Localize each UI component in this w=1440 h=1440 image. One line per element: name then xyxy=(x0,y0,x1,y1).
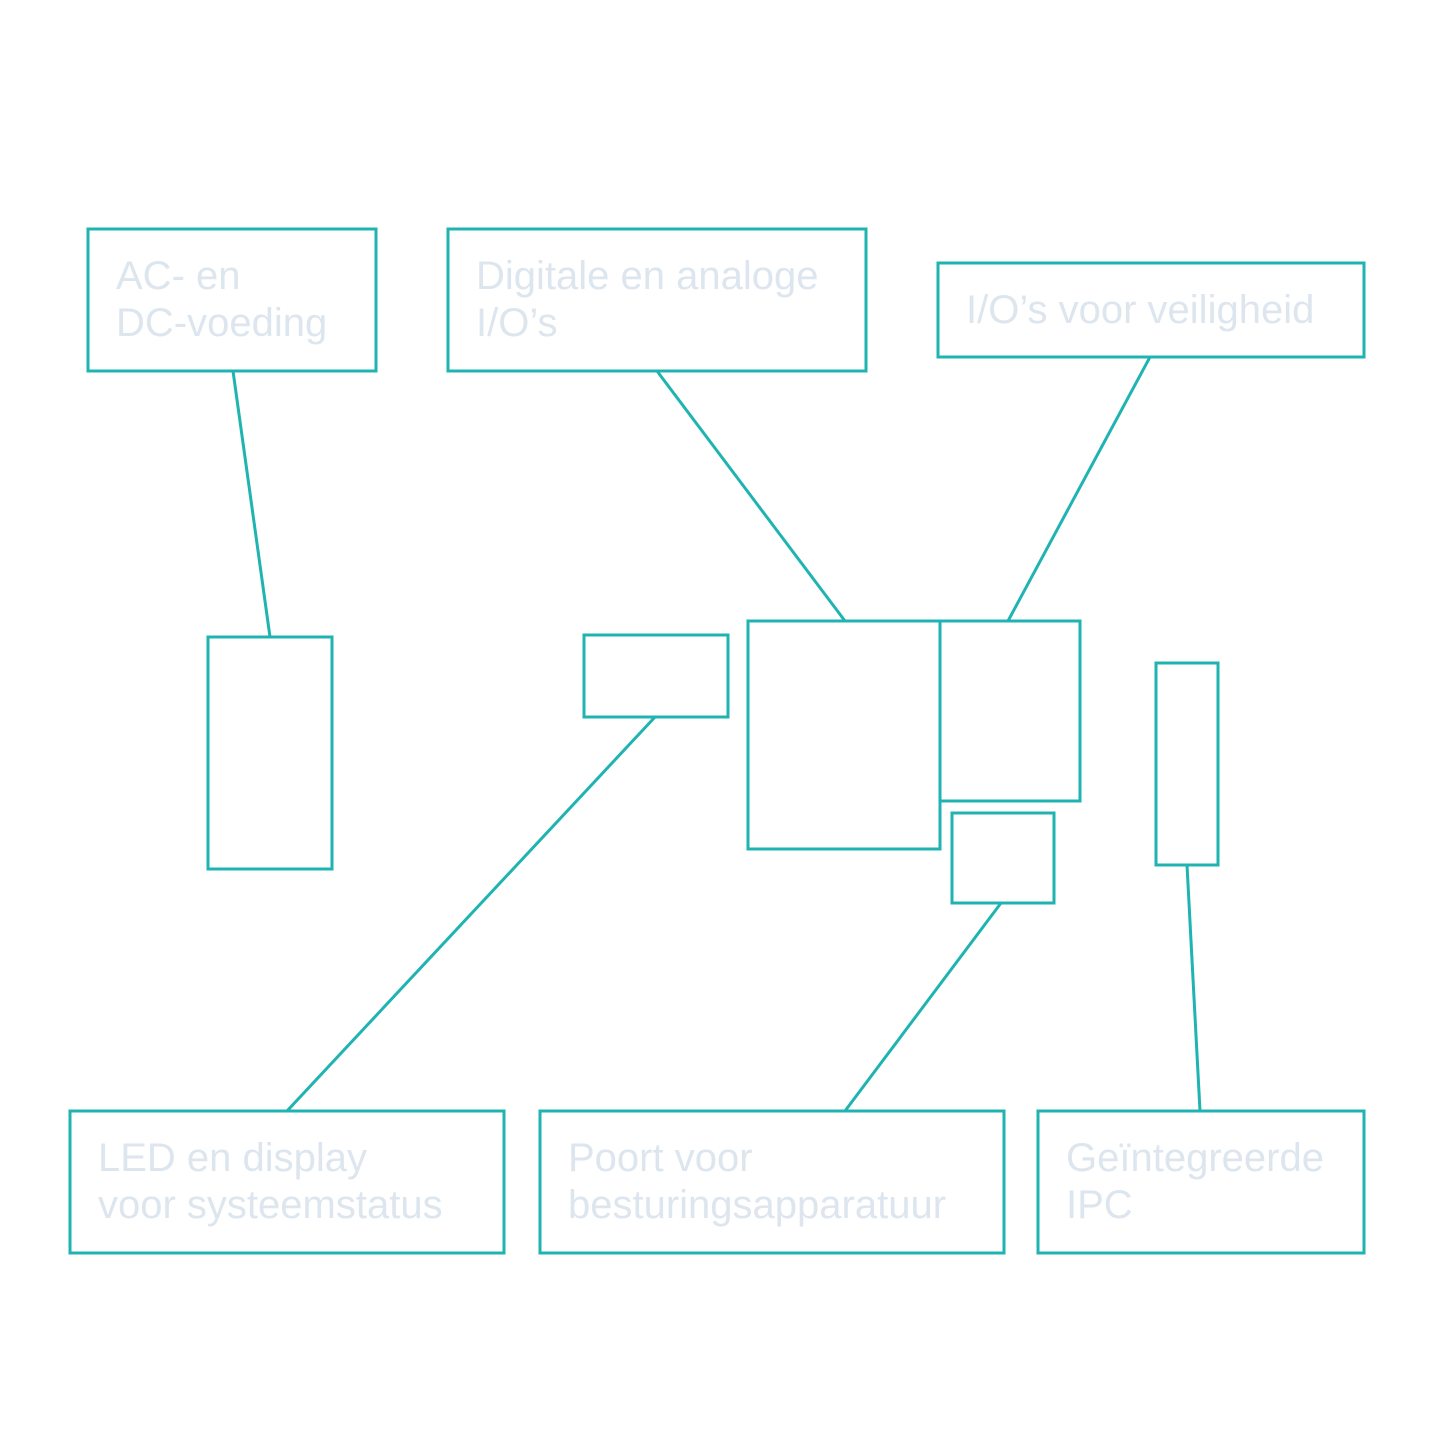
component-io-module xyxy=(746,619,942,851)
label-line: besturingsapparatuur xyxy=(568,1183,946,1227)
connector-led-display-status xyxy=(285,715,657,1113)
connector-ac-dc-power xyxy=(231,370,272,638)
label-line: Geïntegreerde xyxy=(1066,1136,1324,1180)
component-safety-io-module xyxy=(938,619,1082,803)
label-integrated-ipc: Geïntegreerde IPC xyxy=(1066,1136,1335,1227)
label-digital-analog-io: Digitale en analoge I/O’s xyxy=(476,254,830,345)
label-line: voor systeemstatus xyxy=(98,1183,443,1227)
label-led-display-status: LED en display voor systeemstatus xyxy=(98,1136,443,1227)
label-safety-io: I/O’s voor veiligheid xyxy=(966,288,1314,332)
label-line: I/O’s xyxy=(476,301,558,345)
label-line: IPC xyxy=(1066,1183,1133,1227)
connector-safety-io xyxy=(1006,356,1152,622)
label-box-control-equipment-port: Poort voor besturingsapparatuur xyxy=(538,1109,1006,1255)
label-box-safety-io: I/O’s voor veiligheid xyxy=(936,261,1366,359)
connector-integrated-ipc xyxy=(1185,864,1202,1112)
label-box-integrated-ipc: Geïntegreerde IPC xyxy=(1036,1109,1366,1255)
component-ipc-module xyxy=(1154,661,1220,867)
component-control-port xyxy=(950,811,1056,905)
label-line: LED en display xyxy=(98,1136,367,1180)
label-frame xyxy=(68,1109,506,1255)
label-line: I/O’s voor veiligheid xyxy=(966,288,1314,332)
label-box-digital-analog-io: Digitale en analoge I/O’s xyxy=(446,227,868,373)
component-power-module xyxy=(206,635,334,871)
component-status-led-display xyxy=(582,633,730,719)
connector-control-equipment-port xyxy=(843,902,1003,1112)
label-frame xyxy=(1036,1109,1366,1255)
label-box-ac-dc-power: AC- en DC-voeding xyxy=(86,227,378,373)
label-frame xyxy=(86,227,378,373)
label-frame xyxy=(538,1109,1006,1255)
label-ac-dc-power: AC- en DC-voeding xyxy=(116,254,327,345)
label-line: Poort voor xyxy=(568,1136,753,1180)
connector-digital-analog-io xyxy=(655,370,847,622)
label-frame xyxy=(446,227,868,373)
label-line: AC- en xyxy=(116,254,241,298)
label-line: Digitale en analoge xyxy=(476,254,818,298)
label-control-equipment-port: Poort voor besturingsapparatuur xyxy=(568,1136,946,1227)
label-box-led-display-status: LED en display voor systeemstatus xyxy=(68,1109,506,1255)
label-line: DC-voeding xyxy=(116,301,327,345)
label-frame xyxy=(936,261,1366,359)
